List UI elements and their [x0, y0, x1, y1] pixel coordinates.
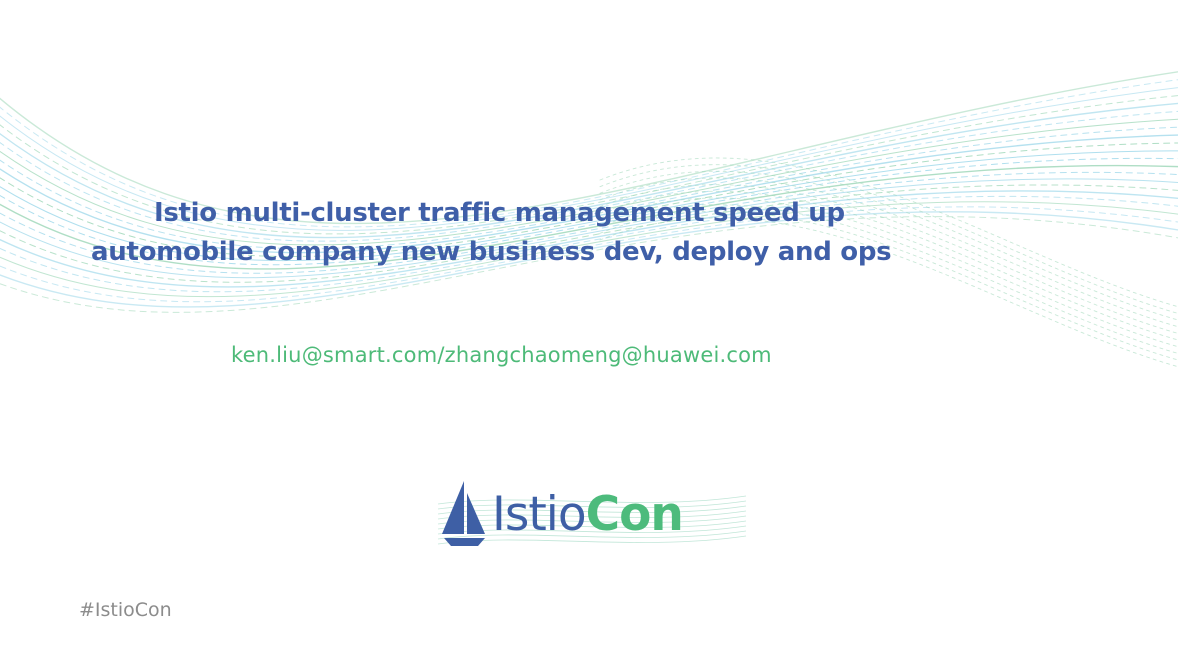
- wave-line: [599, 204, 1178, 354]
- wave-line: [0, 171, 1178, 274]
- wave-line: [599, 184, 1178, 334]
- wave-line: [0, 102, 1178, 239]
- wave-line: [0, 157, 1178, 266]
- logo-word-con: Con: [585, 487, 684, 542]
- sailboat-icon: [442, 481, 485, 546]
- wave-line: [0, 206, 1178, 303]
- slide-title-line-2: automobile company new business dev, dep…: [91, 237, 892, 267]
- logo-wave-line: [437, 495, 747, 505]
- logo-wave-line: [437, 500, 747, 510]
- logo-wave-line: [437, 530, 747, 540]
- wave-line: [599, 210, 1178, 361]
- logo-word-istio: Istio: [492, 487, 587, 542]
- wave-line: [599, 197, 1178, 348]
- wave-line: [0, 142, 1178, 257]
- wave-line: [0, 178, 1178, 279]
- slide-title-line-1: Istio multi-cluster traffic management s…: [154, 198, 845, 228]
- wave-line: [0, 71, 1178, 225]
- hashtag-label: #IstioCon: [79, 599, 172, 621]
- speaker-contact-emails: ken.liu@smart.com/zhangchaomeng@huawei.c…: [231, 343, 772, 367]
- wave-line: [0, 87, 1178, 231]
- logo-wordmark: IstioCon: [492, 487, 684, 543]
- wave-line: [0, 190, 1178, 288]
- wave-line: [0, 216, 1178, 313]
- wave-line: [0, 211, 1178, 308]
- wave-line: [599, 170, 1178, 321]
- wave-line: [0, 134, 1178, 254]
- wave-line: [0, 195, 1178, 293]
- logo-wave-lines: [437, 481, 747, 546]
- wave-line: [0, 201, 1178, 298]
- wave-line: [599, 164, 1178, 314]
- wave-line: [0, 150, 1178, 262]
- wave-line: [0, 164, 1178, 270]
- wave-line: [0, 95, 1178, 235]
- wave-line: [599, 217, 1178, 368]
- wave-line: [0, 79, 1178, 228]
- wave-line: [599, 157, 1178, 308]
- istiocon-logo: IstioCon: [436, 478, 748, 556]
- wave-line: [0, 126, 1178, 250]
- wave-line: [599, 190, 1178, 341]
- wave-line: [599, 177, 1178, 328]
- wave-line: [0, 110, 1178, 242]
- wave-line: [0, 118, 1178, 246]
